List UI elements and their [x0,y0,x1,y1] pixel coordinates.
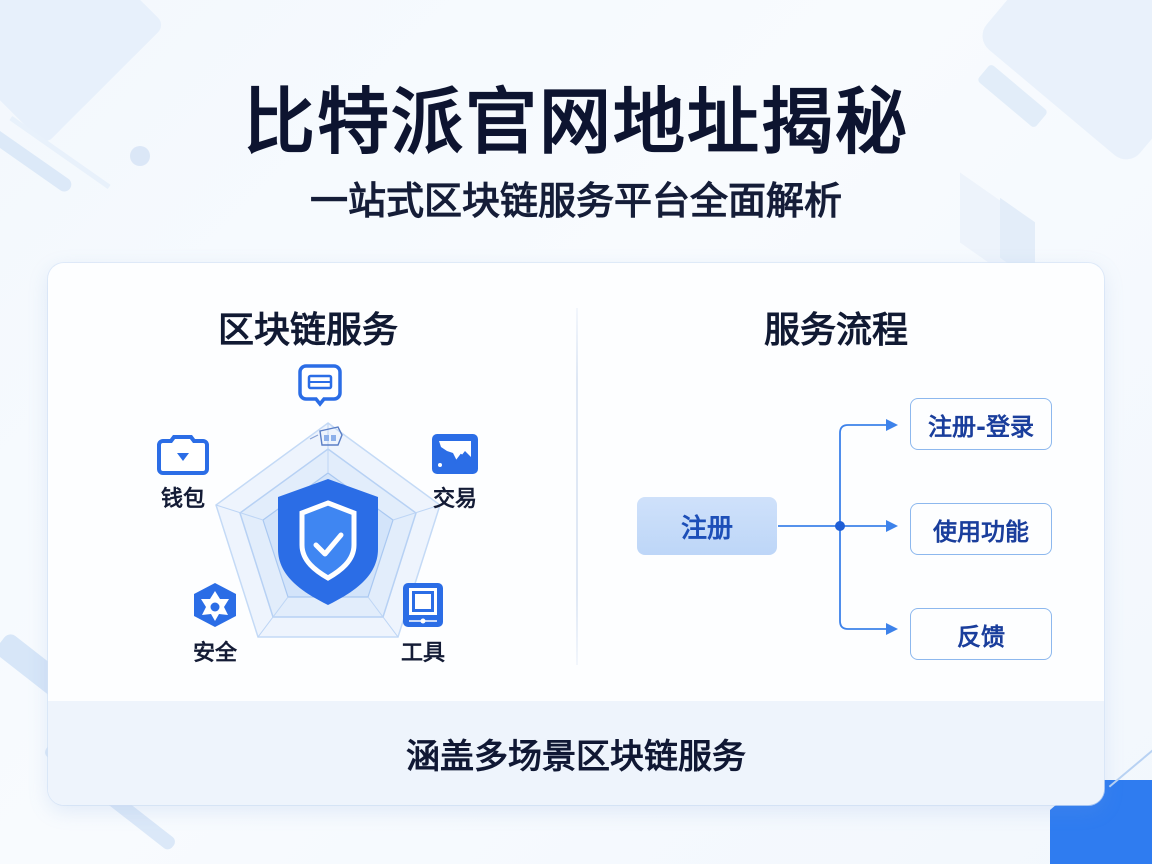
node-top[interactable] [298,363,342,409]
wallet-icon [157,435,209,475]
bg-decoration-line [1108,734,1152,788]
content-card: 区块链服务 服务流程 [48,263,1104,805]
pentagon-radar-diagram [215,422,441,638]
page-title: 比特派官网地址揭秘 [242,80,909,164]
node-tools[interactable]: 工具 [388,581,458,667]
security-label: 安全 [192,641,237,666]
tablet-tool-icon [403,583,443,627]
header: 比特派官网地址揭秘 一站式区块链服务平台全面解析 [0,72,1152,226]
flow-branch-feedback[interactable]: 反馈 [910,608,1052,660]
wallet-label: 钱包 [160,487,205,512]
node-wallet[interactable]: 钱包 [148,433,218,513]
footer-tagline: 涵盖多场景区块链服务 [406,736,746,777]
small-document-icon [309,426,343,446]
page-subtitle: 一站式区块链服务平台全面解析 [309,179,842,223]
trade-chart-icon [432,434,478,474]
card-footer: 涵盖多场景区块链服务 [48,701,1104,805]
security-hexagon-icon [194,583,236,627]
tools-label: 工具 [400,641,445,666]
flow-start-register[interactable]: 注册 [637,497,777,555]
chat-screen-icon [298,364,342,407]
node-security[interactable]: 安全 [176,581,254,667]
flow-branch-register-login[interactable]: 注册-登录 [910,398,1052,450]
flow-branch-use-features[interactable]: 使用功能 [910,503,1052,555]
blockchain-services-title: 区块链服务 [218,310,399,351]
node-trade[interactable]: 交易 [420,433,490,513]
trade-label: 交易 [432,487,477,512]
panel-divider [576,308,578,665]
flow-connectors [778,419,898,635]
service-flow-title: 服务流程 [764,310,909,351]
